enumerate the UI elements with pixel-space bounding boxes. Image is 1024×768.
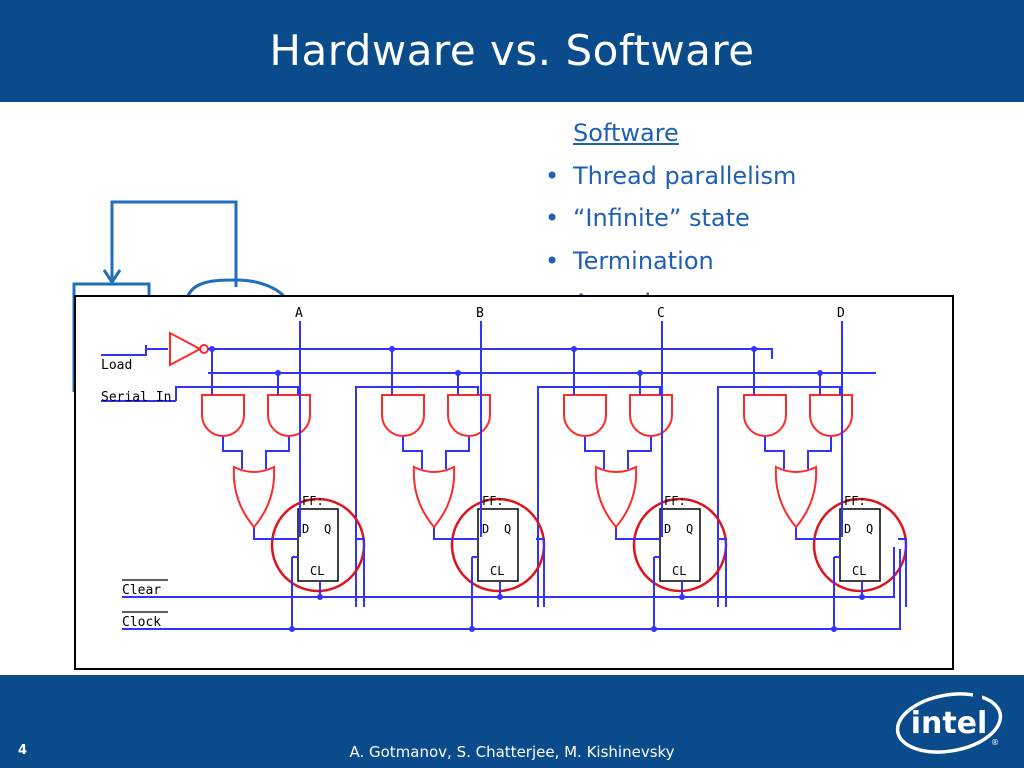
and-gate-shift (267, 394, 311, 437)
flip-flop (839, 508, 881, 582)
flipflop-name-label: FF: (664, 494, 686, 508)
or-gate (594, 465, 638, 529)
input-label-clock: Clock (122, 615, 161, 630)
output-label: A (295, 306, 303, 321)
and-gate-load (381, 394, 425, 437)
inverter-gate (169, 331, 203, 367)
output-label: C (657, 306, 665, 321)
flip-flop (659, 508, 701, 582)
software-list: Software •Thread parallelism •“Infinite”… (545, 112, 796, 325)
flipflop-q-label: Q (504, 522, 511, 536)
wire (101, 348, 168, 356)
wire (718, 538, 727, 607)
flipflop-cl-label: CL (852, 564, 866, 578)
feedback-loop-wire (110, 200, 238, 287)
or-gate (412, 465, 456, 529)
wire (253, 527, 298, 540)
wire (627, 436, 652, 469)
wire (898, 538, 907, 607)
shift-register-circuit: Load Serial In Clear Clock A B C D FF: D Q CL FF… (74, 295, 954, 670)
flipflop-name-label: FF: (482, 494, 504, 508)
input-label-load: Load (101, 358, 132, 373)
flipflop-q-label: Q (866, 522, 873, 536)
wire (122, 547, 895, 598)
flip-flop (477, 508, 519, 582)
wire (445, 436, 470, 469)
flipflop-q-label: Q (324, 522, 331, 536)
and-gate-load (743, 394, 787, 437)
wire (433, 527, 478, 540)
flipflop-cl-label: CL (310, 564, 324, 578)
intel-logo: intel ® (895, 692, 1003, 754)
title-bar (0, 0, 1024, 102)
software-heading: Software (573, 119, 679, 147)
svg-text:®: ® (991, 738, 999, 747)
list-item: •Thread parallelism (545, 155, 796, 198)
circuit-schematic: Load Serial In Clear Clock A B C D FF: D Q CL FF… (101, 306, 908, 632)
flipflop-d-label: D (664, 522, 671, 536)
slide-title: Hardware vs. Software (269, 26, 755, 75)
wire (356, 538, 365, 607)
output-label: D (837, 306, 845, 321)
page-number: 4 (18, 743, 28, 758)
footer-authors: A. Gotmanov, S. Chatterjee, M. Kishinevs… (349, 743, 675, 761)
bullet: • (545, 246, 560, 275)
svg-text:intel: intel (911, 706, 988, 741)
wire (122, 549, 901, 630)
flipflop-cl-label: CL (490, 564, 504, 578)
list-item: •Termination (545, 240, 796, 283)
flipflop-name-label: FF: (844, 494, 866, 508)
bullet: • (545, 161, 560, 190)
list-item: •“Infinite” state (545, 197, 796, 240)
and-gate-shift (447, 394, 491, 437)
wire (615, 527, 660, 540)
and-gate-shift (629, 394, 673, 437)
output-label: B (476, 306, 484, 321)
wire (807, 436, 832, 469)
flipflop-d-label: D (844, 522, 851, 536)
footer-bar (0, 675, 1024, 768)
wire (764, 436, 785, 469)
and-gate-shift (809, 394, 853, 437)
logic-cloud (184, 278, 290, 303)
feedback-arrow-icon (102, 269, 122, 285)
wire (265, 436, 290, 469)
flipflop-d-label: D (482, 522, 489, 536)
and-gate-load (201, 394, 245, 437)
input-label-serial-in: Serial In (101, 390, 171, 405)
or-gate (774, 465, 818, 529)
input-label-clear: Clear (122, 583, 161, 598)
wire (795, 527, 840, 540)
wire (584, 436, 605, 469)
wire (222, 436, 243, 469)
and-gate-load (563, 394, 607, 437)
flipflop-d-label: D (302, 522, 309, 536)
or-gate (232, 465, 276, 529)
wire (402, 436, 423, 469)
flipflop-cl-label: CL (672, 564, 686, 578)
wire (208, 348, 773, 359)
bullet: • (545, 204, 560, 232)
wire (536, 538, 545, 607)
flip-flop (297, 508, 339, 582)
flipflop-name-label: FF: (302, 494, 324, 508)
flipflop-q-label: Q (686, 522, 693, 536)
